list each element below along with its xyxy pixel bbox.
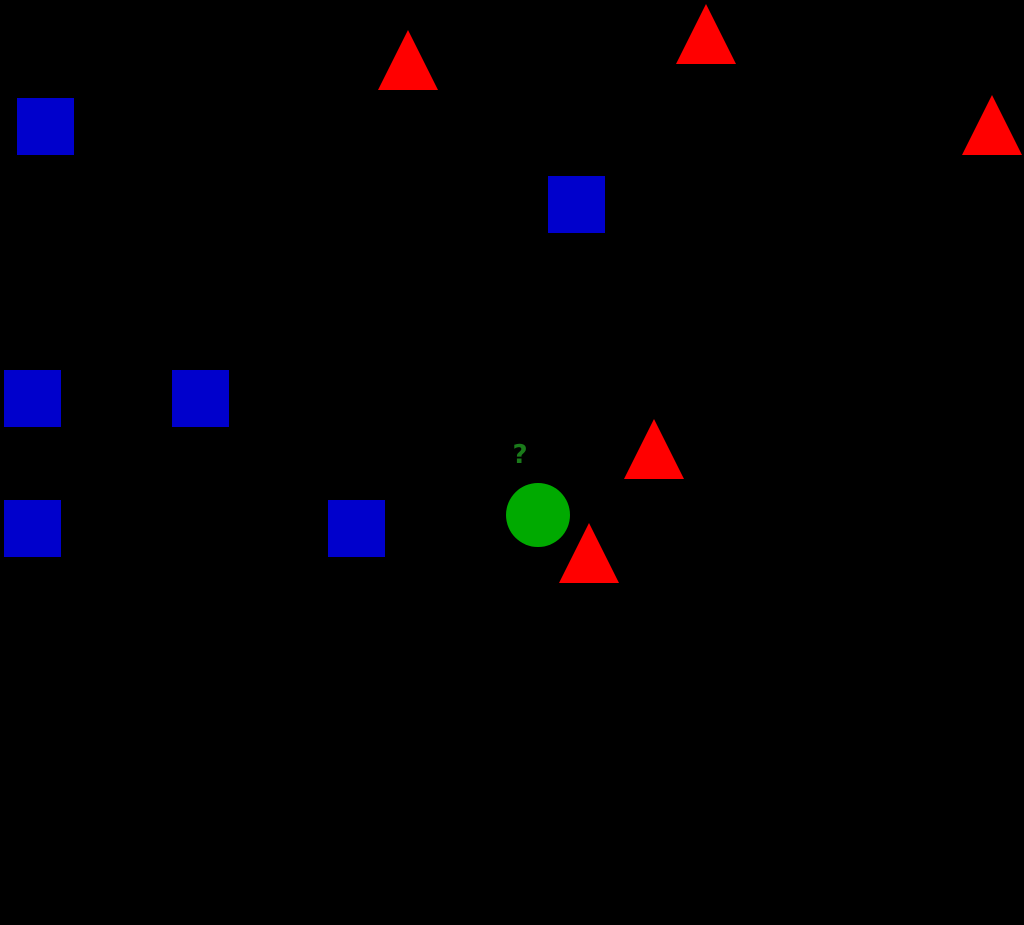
class-b-triangle bbox=[962, 95, 1022, 155]
query-point-circle bbox=[506, 483, 570, 547]
class-a-square bbox=[17, 98, 74, 155]
class-a-square bbox=[172, 370, 229, 427]
query-label: ? bbox=[512, 440, 527, 470]
class-b-triangle bbox=[676, 4, 736, 64]
class-b-triangle bbox=[624, 419, 684, 479]
class-b-triangle bbox=[378, 30, 438, 90]
class-a-squares bbox=[4, 98, 605, 557]
class-a-square bbox=[328, 500, 385, 557]
class-a-square bbox=[4, 370, 61, 427]
class-b-triangle bbox=[559, 523, 619, 583]
class-b-triangles bbox=[378, 4, 1022, 583]
class-a-square bbox=[548, 176, 605, 233]
class-a-square bbox=[4, 500, 61, 557]
